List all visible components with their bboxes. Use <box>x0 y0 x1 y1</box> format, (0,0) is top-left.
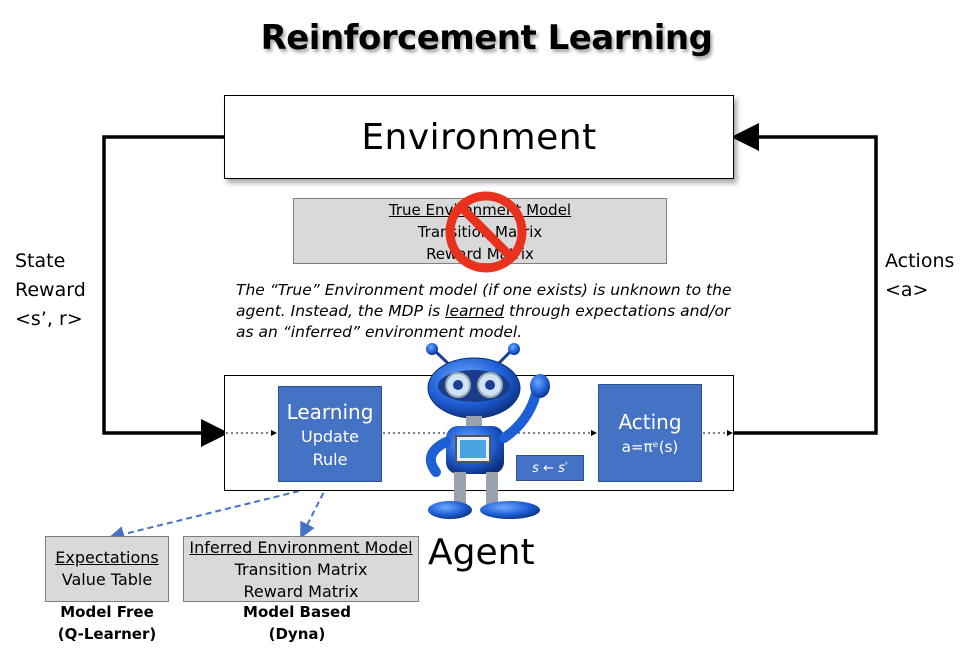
acting-heading: Acting <box>618 410 682 434</box>
state-update-box: s ← s′ <box>516 455 584 481</box>
robot-icon <box>425 343 550 519</box>
expectations-heading: Expectations <box>55 548 159 567</box>
inferred-model-heading: Inferred Environment Model <box>189 538 413 557</box>
explanation-note: The “True” Environment model (if one exi… <box>236 281 732 341</box>
model-free-label: Model Free (Q-Learner) <box>57 603 157 643</box>
state-reward-arrow <box>102 135 229 447</box>
learned-emphasis: learned <box>445 302 505 320</box>
model-based-label: Model Based (Dyna) <box>243 603 351 643</box>
state-reward-label: State Reward <s’, r> <box>15 250 86 330</box>
acting-box: Acting a=πᵉ(s) <box>598 384 702 482</box>
agent-label: Agent <box>428 532 535 573</box>
actions-label: Actions <a> <box>885 250 955 301</box>
expectations-box: Expectations Value Table <box>45 536 169 602</box>
dashed-arrow-to-expectations <box>108 483 329 542</box>
environment-label: Environment <box>361 116 597 158</box>
environment-box: Environment <box>224 95 734 179</box>
true-model-heading: True Environment Model <box>388 201 572 219</box>
learning-box: Learning Update Rule <box>278 386 382 482</box>
action-arrow <box>731 123 878 435</box>
inferred-environment-model-box: Inferred Environment Model Transition Ma… <box>183 536 419 602</box>
prohibited-icon <box>445 191 527 273</box>
policy-formula: a=πᵉ(s) <box>621 438 679 456</box>
learning-heading: Learning <box>286 400 374 424</box>
page-title: Reinforcement Learning <box>260 18 713 58</box>
